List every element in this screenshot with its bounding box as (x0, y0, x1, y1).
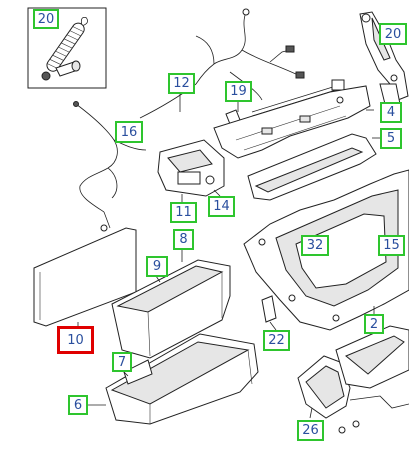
callout-4[interactable]: 4 (380, 102, 402, 123)
callout-10[interactable]: 10 (57, 326, 94, 354)
callout-19[interactable]: 19 (225, 81, 252, 102)
motor-unit (157, 139, 225, 197)
linkage-mechanism (297, 325, 409, 434)
callout-22[interactable]: 22 (263, 330, 290, 351)
callout-16[interactable]: 16 (115, 121, 143, 143)
callout-9[interactable]: 9 (146, 256, 168, 277)
trim-strip (247, 133, 377, 201)
storage-bin (111, 259, 231, 359)
callout-7[interactable]: 7 (112, 352, 132, 372)
callout-14[interactable]: 14 (208, 196, 235, 217)
spring-inset (27, 7, 107, 89)
callout-20-hinge[interactable]: 20 (379, 23, 407, 45)
callout-11[interactable]: 11 (170, 202, 197, 223)
bottom-tray (105, 333, 259, 425)
callout-5[interactable]: 5 (380, 128, 402, 149)
callout-6[interactable]: 6 (68, 395, 88, 415)
callout-32[interactable]: 32 (301, 235, 329, 256)
small-clip (261, 295, 277, 323)
callout-2[interactable]: 2 (364, 314, 384, 334)
callout-12[interactable]: 12 (168, 73, 195, 94)
callout-15[interactable]: 15 (378, 235, 405, 256)
callout-8[interactable]: 8 (173, 229, 194, 250)
callout-20-inset[interactable]: 20 (33, 9, 59, 29)
callout-26[interactable]: 26 (297, 420, 324, 441)
long-bracket (213, 85, 371, 159)
